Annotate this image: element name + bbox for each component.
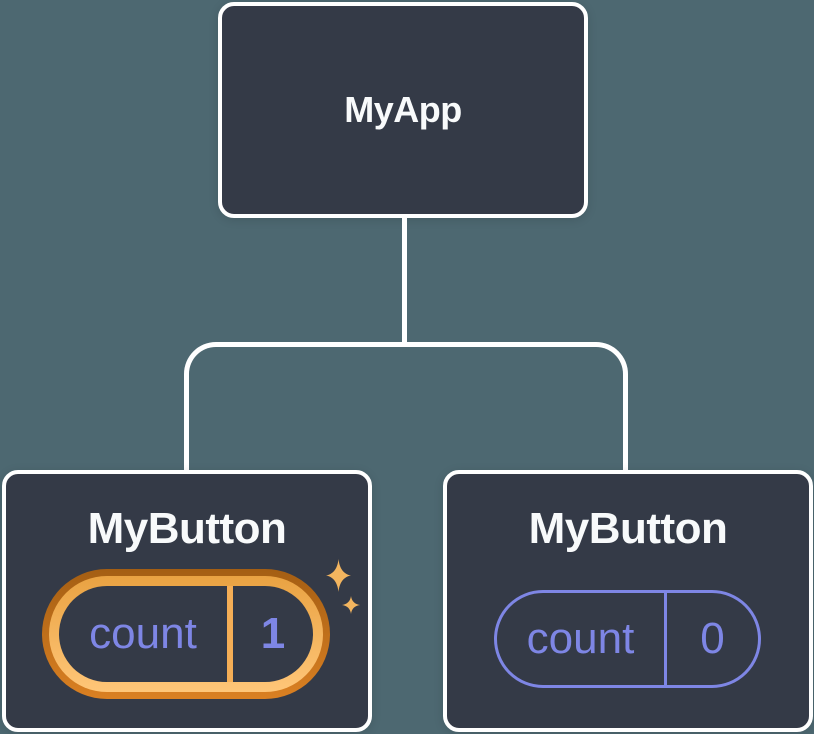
node-title-myapp: MyApp — [344, 89, 462, 131]
sparkle-large-icon — [326, 559, 351, 592]
state-label: count — [526, 614, 635, 663]
state-pill-highlight-ring: count 1 — [42, 569, 330, 699]
state-pill-highlight-ring-inner: count 1 — [49, 576, 323, 692]
connector-bracket — [184, 342, 628, 470]
state-pill-divider — [227, 586, 233, 682]
sparkle-small-icon — [342, 596, 360, 614]
tree-node-myapp: MyApp — [218, 2, 588, 218]
node-title-mybutton-right: MyButton — [528, 504, 728, 553]
state-pill: count 0 — [494, 590, 761, 688]
tree-node-mybutton-left: MyButton count 1 — [2, 470, 372, 732]
state-value: 0 — [700, 614, 725, 663]
state-label: count — [89, 609, 197, 658]
tree-node-mybutton-right: MyButton count 0 — [443, 470, 813, 732]
connector-stem — [402, 216, 407, 344]
state-pill-divider — [664, 593, 667, 685]
state-pill-highlighted: count 1 — [59, 586, 313, 682]
state-value: 1 — [260, 609, 286, 658]
node-title-mybutton-left: MyButton — [87, 504, 287, 553]
